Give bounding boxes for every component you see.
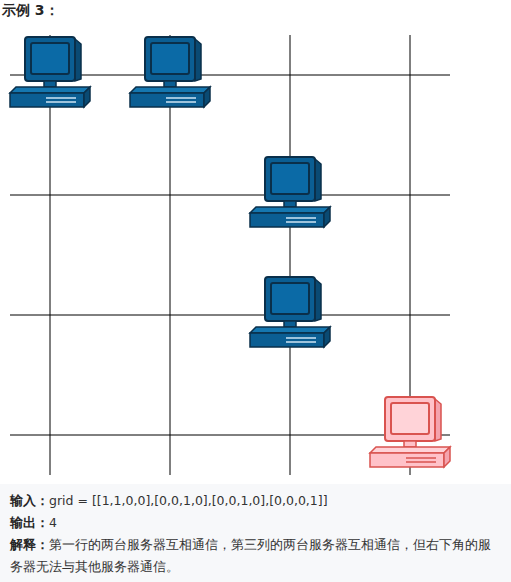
servers (10, 37, 450, 467)
field-value: 第一行的两台服务器互相通信，第三列的两台服务器互相通信，但右下角的服务器无法与其… (10, 537, 491, 574)
example-title: 示例 3： (2, 1, 59, 19)
explanation-text: 输入：grid = [[1,1,0,0],[0,0,1,0],[0,0,1,0]… (10, 490, 502, 578)
field-label: 输出： (10, 515, 49, 530)
grid-line (10, 195, 450, 196)
text-line: 输入：grid = [[1,1,0,0],[0,0,1,0],[0,0,1,0]… (10, 490, 502, 512)
field-label: 解释： (10, 537, 49, 552)
server-icon (250, 157, 330, 227)
text-line: 输出：4 (10, 512, 502, 534)
field-value: grid = [[1,1,0,0],[0,0,1,0],[0,0,1,0],[0… (49, 493, 328, 508)
field-label: 输入： (10, 493, 49, 508)
server-icon (250, 277, 330, 347)
grid-lines (10, 35, 450, 475)
isolated-server-icon (370, 397, 450, 467)
text-line: 解释：第一行的两台服务器互相通信，第三列的两台服务器互相通信，但右下角的服务器无… (10, 534, 502, 578)
server-icon (10, 37, 90, 107)
grid-line (290, 35, 291, 475)
field-value: 4 (49, 515, 57, 530)
grid-line (10, 315, 450, 316)
server-icon (130, 37, 210, 107)
